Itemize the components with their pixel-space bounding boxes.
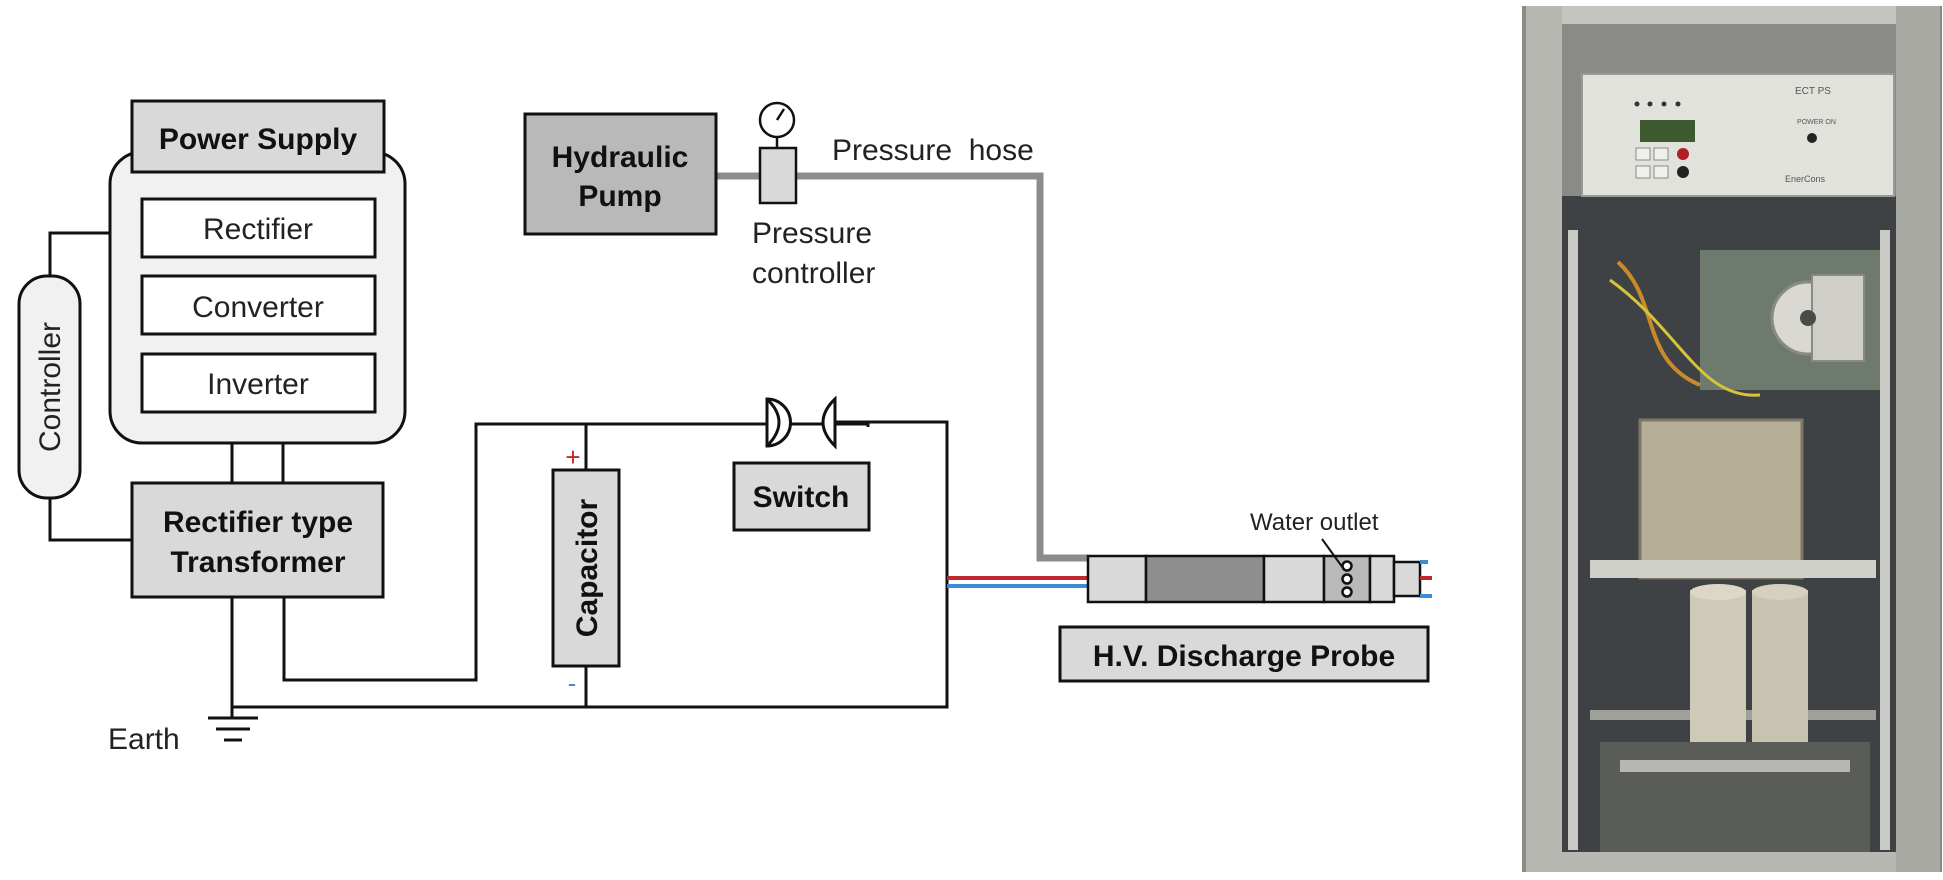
wire-transformer-output (282, 422, 870, 682)
probe-label: H.V. Discharge Probe (1093, 640, 1395, 673)
earth-symbol (208, 707, 258, 742)
power-supply-title: Power Supply (159, 123, 358, 156)
water-outlet-pointer (1321, 538, 1344, 569)
hydraulic-pump-label-line2: Pump (578, 180, 661, 213)
panel-brand-text: EnerCons (1785, 174, 1826, 184)
capacitor-label: Capacitor (571, 498, 604, 637)
controller-label: Controller (34, 322, 67, 452)
pressure-controller-label-line2: controller (752, 257, 875, 290)
transformer-box (130, 481, 385, 599)
converter-block (140, 274, 377, 336)
wire-controller-bottom (48, 498, 132, 542)
power-supply-title-box (130, 99, 386, 174)
hydraulic-pump-box (523, 112, 718, 236)
panel-power-text: POWER ON (1797, 119, 1836, 126)
photo-capacitor-right (1752, 590, 1808, 742)
hv-discharge-probe (1086, 554, 1422, 604)
probe-label-box (1058, 625, 1430, 683)
wire-controller-top (48, 231, 110, 278)
rectifier-block (140, 197, 377, 259)
transformer-label-line1: Rectifier type (163, 506, 353, 539)
capacitor-plus: + (565, 442, 580, 472)
wire-ground-bus (232, 420, 949, 709)
equipment-photo: ECT PS POWER ON EnerCons (1522, 6, 1942, 872)
pressure-gauge-icon (758, 101, 798, 205)
transformer-label-line2: Transformer (170, 546, 345, 579)
converter-label: Converter (192, 291, 324, 324)
earth-label: Earth (108, 723, 180, 756)
panel-model-text: ECT PS (1795, 86, 1831, 97)
capacitor-box (551, 468, 621, 668)
photo-transformer (1638, 418, 1804, 580)
capacitor-minus: - (568, 668, 577, 698)
wires (48, 231, 949, 718)
controller-box (17, 274, 82, 500)
pressure-controller-label-line1: Pressure (752, 217, 872, 250)
photo-capacitor-left (1690, 590, 1746, 742)
inverter-block (140, 352, 377, 414)
switch-label: Switch (753, 481, 850, 514)
pressure-hose-line (716, 172, 1088, 562)
switch-box (732, 461, 871, 532)
rectifier-label: Rectifier (203, 213, 313, 246)
inverter-label: Inverter (207, 368, 309, 401)
pressure-hose-label: Pressure hose (832, 134, 1034, 167)
water-outlet-label: Water outlet (1250, 509, 1379, 536)
spark-gap-electrodes (765, 395, 837, 450)
control-panel (1581, 73, 1895, 197)
hydraulic-pump-label-line1: Hydraulic (552, 141, 689, 174)
